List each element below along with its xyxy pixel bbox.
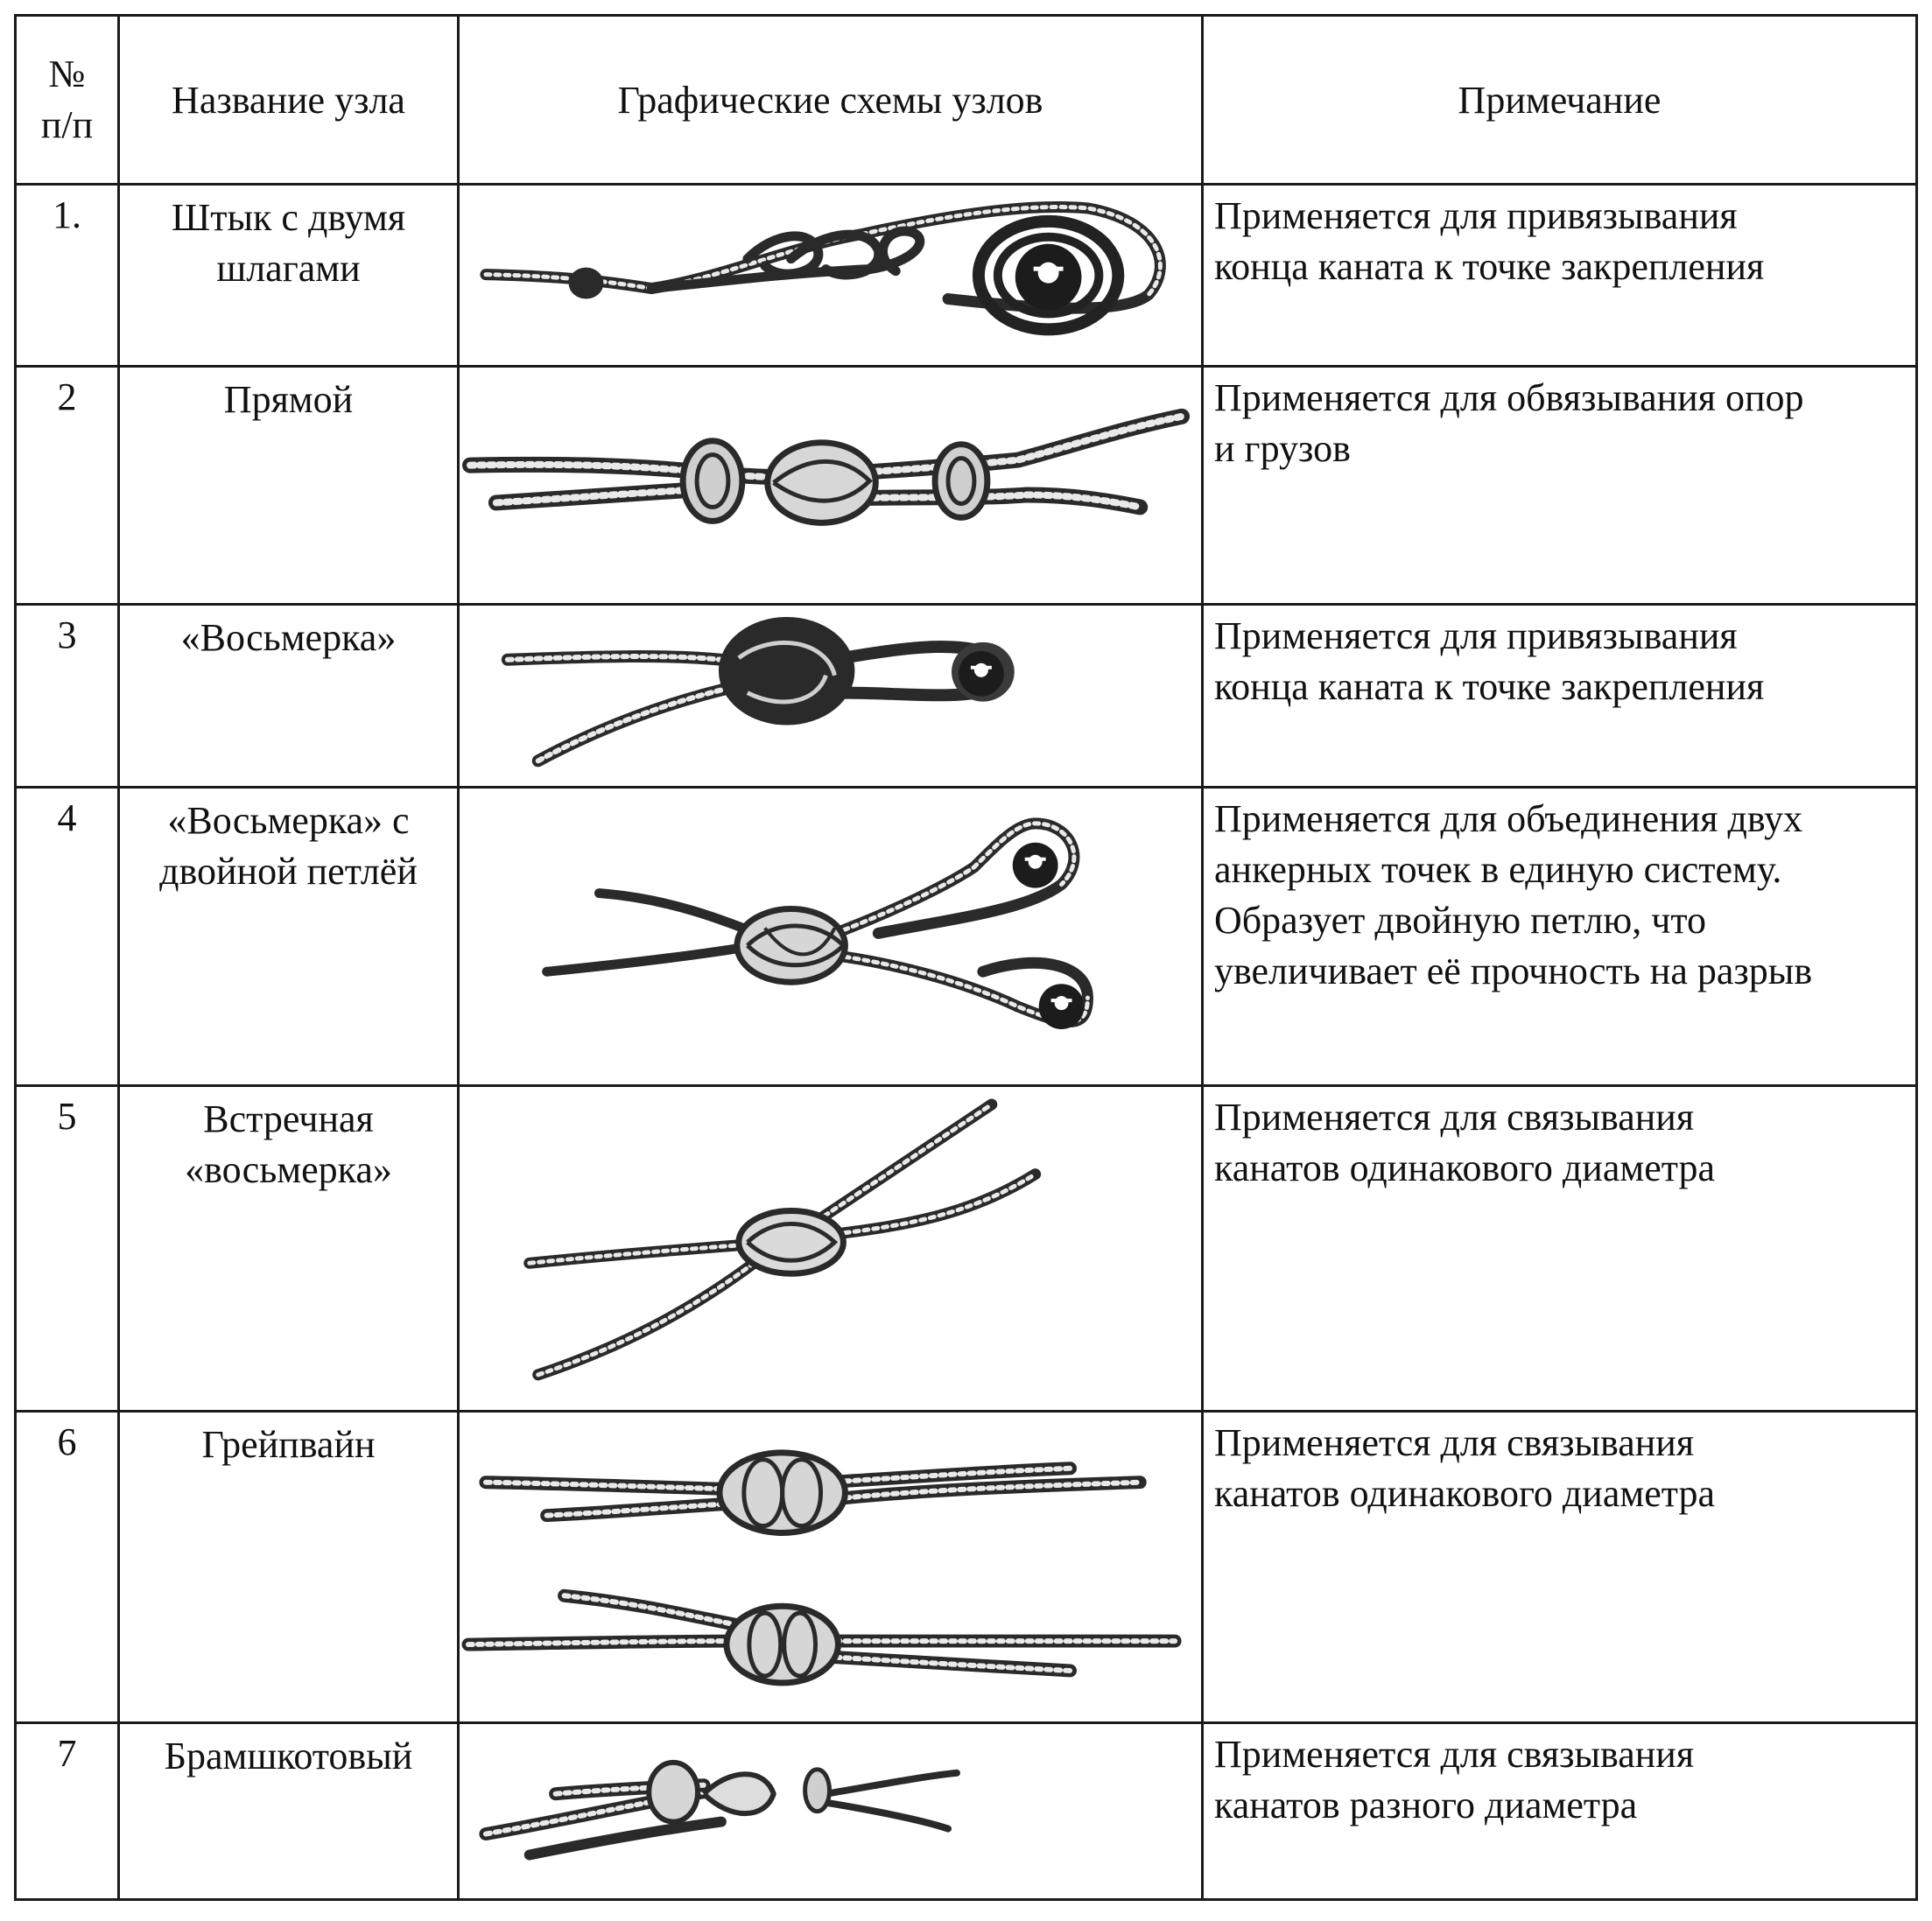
knot-mark xyxy=(646,1759,701,1825)
knot-scheme-figure-eight xyxy=(457,603,1204,789)
note-line: Образует двойную петлю, что xyxy=(1214,898,1706,942)
knot-name-line: Грейпвайн xyxy=(201,1423,376,1467)
note-line: анкерных точек в единую систему. xyxy=(1214,847,1782,891)
knot-name: Брамшкотовый xyxy=(117,1721,460,1902)
knot-mark xyxy=(568,267,604,299)
knot-name: Прямой xyxy=(117,365,460,606)
table-row: 2 Прямой xyxy=(14,365,1918,606)
rope-drawing xyxy=(542,817,1093,1029)
note-line: Применяется для обвязывания опор xyxy=(1214,376,1804,420)
row-number: 2 xyxy=(14,365,120,606)
header-number: № п/п xyxy=(14,14,120,186)
knot-name-line: «Восьмерка» с xyxy=(167,798,410,842)
knot-name: Штык с двумя шлагами xyxy=(117,182,460,368)
knot-note: Применяется для связывания канатов одина… xyxy=(1201,1084,1918,1413)
note-line: Применяется для привязывания xyxy=(1214,194,1738,237)
note-line: Применяется для связывания xyxy=(1214,1421,1695,1465)
rope-drawing xyxy=(501,617,1015,768)
knot-name: Грейпвайн xyxy=(117,1410,460,1724)
knot-note: Применяется для объединения двух анкерны… xyxy=(1201,785,1918,1088)
knot-name-line: Прямой xyxy=(223,378,354,422)
knot-mark xyxy=(735,1208,847,1278)
knot-mark xyxy=(718,617,855,726)
knot-note: Применяется для привязывания конца канат… xyxy=(1201,182,1918,368)
knot-name-line: двойной петлёй xyxy=(159,849,418,893)
table-row: 3 «Восьмерка» xyxy=(14,603,1918,789)
knot-name-line: «восьмерка» xyxy=(185,1148,392,1192)
note-line: увеличивает её прочность на разрыв xyxy=(1214,949,1813,992)
table-row: 6 Грейпвайн xyxy=(14,1410,1918,1724)
knot-scheme-figure-eight-bend xyxy=(457,1084,1204,1413)
row-number: 5 xyxy=(14,1084,120,1413)
table-row: 5 Встречная «восьмерка» xyxy=(14,1084,1918,1413)
knot-name: «Восьмерка» с двойной петлёй xyxy=(117,785,460,1088)
row-number: 3 xyxy=(14,603,120,789)
note-line: конца каната к точке закрепления xyxy=(1214,665,1765,709)
knot-name: Встречная «восьмерка» xyxy=(117,1084,460,1413)
knot-name-line: Штык с двумя xyxy=(171,196,406,239)
knots-table: № п/п Название узла Графические схемы уз… xyxy=(14,14,1918,1902)
knot-name-line: шлагами xyxy=(216,247,361,290)
knot-note: Применяется для связывания канатов разно… xyxy=(1201,1721,1918,1902)
note-line: канатов разного диаметра xyxy=(1214,1783,1638,1826)
row-number: 7 xyxy=(14,1721,120,1902)
note-line: Применяется для связывания xyxy=(1214,1096,1695,1139)
header-number-line2: п/п xyxy=(40,103,94,146)
table-row: 1. Штык с двумя шлагами xyxy=(14,182,1918,368)
note-line: канатов одинакового диаметра xyxy=(1214,1472,1716,1516)
knot-note: Применяется для обвязывания опор и грузо… xyxy=(1201,365,1918,606)
knot-name: «Восьмерка» xyxy=(117,603,460,789)
knot-scheme-sheet-bend xyxy=(457,1721,1204,1902)
note-line: Применяется для объединения двух xyxy=(1214,796,1803,840)
knot-name-line: Брамшкотовый xyxy=(164,1734,413,1777)
header-note: Примечание xyxy=(1201,14,1918,186)
row-number: 1. xyxy=(14,182,120,368)
knot-note: Применяется для привязывания конца канат… xyxy=(1201,603,1918,789)
note-line: Применяется для привязывания xyxy=(1214,614,1738,658)
note-line: Применяется для связывания xyxy=(1214,1732,1695,1776)
rope-drawing xyxy=(461,409,1191,527)
rope-drawing xyxy=(479,1759,960,1861)
knot-name-line: «Восьмерка» xyxy=(180,616,397,660)
note-line: канатов одинакового диаметра xyxy=(1214,1146,1716,1190)
knot-scheme-clove-hitch xyxy=(457,182,1204,368)
row-number: 4 xyxy=(14,785,120,1088)
header-knot-name: Название узла xyxy=(117,14,460,186)
rope-drawing xyxy=(523,1098,1042,1381)
rope-drawing xyxy=(461,1449,1182,1686)
knot-scheme-grapevine xyxy=(457,1410,1204,1724)
knot-note: Применяется для связывания канатов одина… xyxy=(1201,1410,1918,1724)
knot-mark xyxy=(679,438,746,525)
knot-name-line: Встречная xyxy=(203,1097,374,1141)
note-line: и грузов xyxy=(1214,427,1351,471)
knot-mark xyxy=(734,905,848,985)
rope-drawing xyxy=(480,201,1166,336)
note-line: конца каната к точке закрепления xyxy=(1214,245,1765,288)
table-row: 7 Брамшкотовый Примен xyxy=(14,1721,1918,1902)
knot-scheme-square-knot xyxy=(457,365,1204,606)
knot-scheme-double-loop-eight xyxy=(457,785,1204,1088)
table-row: 4 «Восьмерка» с двойной петлёй xyxy=(14,785,1918,1088)
row-number: 6 xyxy=(14,1410,120,1724)
header-row: № п/п Название узла Графические схемы уз… xyxy=(14,14,1918,186)
header-number-line1: № xyxy=(48,53,86,95)
header-knot-schemes: Графические схемы узлов xyxy=(457,14,1204,186)
